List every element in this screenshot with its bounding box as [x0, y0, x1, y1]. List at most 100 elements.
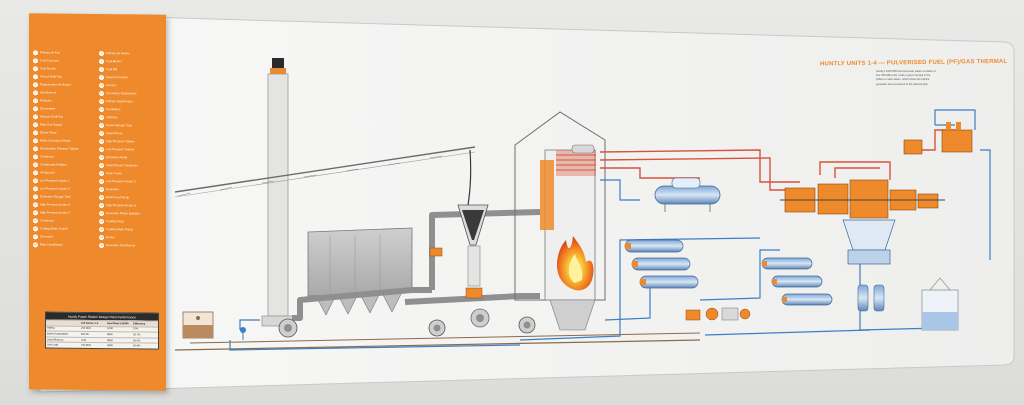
legend-number: 49	[33, 242, 38, 248]
legend-number: 21	[33, 130, 38, 136]
flue-gas-ducts	[292, 209, 541, 321]
legend-label: Chimney	[106, 115, 118, 120]
table-row: Boiler Evaporation 800 t/h 9800 36.7%	[46, 330, 158, 338]
table-cell: 36.5%	[133, 338, 141, 343]
legend-label: Coal Conveyor	[40, 58, 60, 63]
legend-label: Coal Feeder	[40, 66, 56, 71]
legend-number: 40	[99, 202, 104, 208]
table-cell: Unit Load	[47, 343, 59, 347]
coal-feeder-marker	[465, 287, 483, 299]
description-line: boilers to raise steam, which drives the…	[876, 78, 930, 82]
legend-label: Primary Air Heater	[106, 51, 130, 56]
turbine-generator	[780, 179, 945, 265]
legend-number: 46	[99, 226, 104, 232]
precipitator	[307, 227, 413, 316]
legend-label: Low Pressure Turbine	[106, 147, 135, 152]
legend-label: Boiler Circulation Pump	[40, 138, 71, 143]
legend-number: 36	[99, 186, 104, 192]
legend-number: 44	[99, 218, 104, 224]
legend-label: Coal Bunker	[106, 59, 122, 64]
legend-number: 26	[99, 146, 104, 152]
condensate-polishers	[857, 284, 885, 312]
legend-number: 11	[33, 90, 38, 96]
legend-label: Primary Air Fan	[40, 50, 60, 55]
boiler-feed-pumps	[685, 307, 751, 321]
legend-number: 31	[33, 170, 38, 176]
description-line: Huntly's 1000 MW thermal power station c…	[876, 70, 936, 73]
legend-label: Main Transformer	[40, 242, 63, 247]
legend-number: 25	[33, 146, 38, 152]
furnace-flame	[556, 236, 594, 291]
legend-number: 35	[33, 186, 38, 192]
legend-number: 5	[33, 66, 38, 72]
legend-label: Cooling Water Outfall	[40, 226, 68, 231]
legend-label: Furnace	[106, 83, 117, 88]
legend-label: Condenser	[40, 154, 55, 159]
legend-label: Generator	[40, 234, 54, 239]
table-cell: 9900	[107, 344, 113, 348]
legend-label: Extraction Pump	[106, 155, 128, 160]
legend-number: 32	[99, 170, 104, 176]
coal-bunker	[457, 204, 490, 328]
legend-label: Condensate Polisher	[40, 162, 67, 167]
legend-number: 13	[33, 98, 38, 104]
legend-number: 14	[99, 98, 104, 104]
legend-label: Induced Draft Fan	[40, 114, 64, 119]
performance-table-header: 100 Series 1-4 Heat Rate kJ/kWh Efficien…	[46, 319, 158, 327]
legend-label: High Pressure Heater 5	[40, 202, 71, 207]
performance-table: Huntly Power Station Design Plant Perfor…	[45, 311, 159, 350]
header-cell: 100 Series 1-4	[81, 321, 99, 325]
legend-label: Economiser	[40, 106, 56, 111]
legend-number: 1	[33, 50, 38, 56]
legend-number: 15	[33, 106, 38, 112]
table-cell: 250 MW	[81, 327, 91, 331]
legend-label: Precipitator	[106, 107, 121, 112]
legend-label: Deaerator Storage Tank	[40, 194, 71, 199]
chimney	[261, 58, 295, 327]
legend-number: 12	[99, 90, 104, 96]
legend-label: Drain Cooler	[106, 171, 123, 176]
legend-number: 29	[33, 162, 38, 168]
legend-number: 41	[33, 210, 38, 216]
legend-number: 22	[99, 130, 104, 136]
legend-number: 34	[99, 178, 104, 184]
legend-label: Forced Draft Fan	[40, 74, 62, 79]
legend-label: High Pressure Heater 6	[106, 203, 137, 208]
legend-number: 38	[99, 194, 104, 200]
poster-description: Huntly's 1000 MW thermal power station c…	[876, 70, 996, 87]
water-pipes	[229, 109, 991, 351]
legend-label: Exciter	[106, 235, 115, 240]
legend-label: High Pressure Heater 7	[40, 210, 71, 215]
legend-label: Deaerator	[106, 187, 119, 192]
legend-label: Generator Transformer	[106, 243, 136, 248]
legend-label: Gas Burners	[40, 90, 57, 95]
legend-number: 45	[33, 226, 38, 232]
